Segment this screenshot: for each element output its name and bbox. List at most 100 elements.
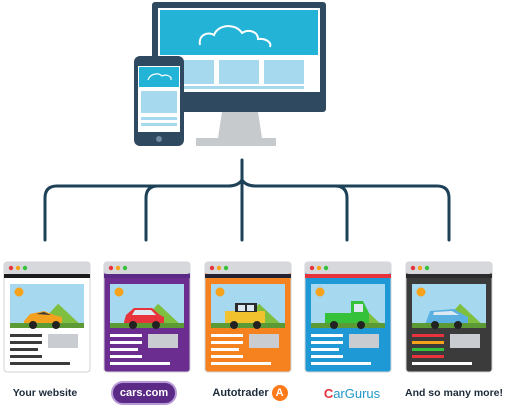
window-dot-icon <box>424 265 430 271</box>
label-cars-com: cars.com <box>110 378 178 408</box>
sun-icon <box>315 287 325 297</box>
car-wheel <box>330 321 338 329</box>
card-text-line <box>311 341 343 344</box>
phone-cloud-icon <box>147 73 172 81</box>
card-autotrader <box>204 261 292 373</box>
car-window <box>433 311 459 315</box>
card-text-line <box>311 348 339 351</box>
car-wheel <box>52 321 60 329</box>
phone-home-button <box>156 136 162 142</box>
card-accent-bar <box>406 274 492 278</box>
ground-strip <box>412 323 486 328</box>
sun-icon <box>215 287 225 297</box>
card-and-so-many-more <box>405 261 493 373</box>
window-dot-icon <box>108 265 114 271</box>
card-text-line <box>211 355 243 358</box>
card-accent-bar <box>205 274 291 278</box>
car-wheel <box>431 321 439 329</box>
car-wheel <box>230 321 238 329</box>
window-dot-icon <box>417 265 423 271</box>
truck-bed <box>325 313 351 323</box>
ground-strip <box>110 323 184 328</box>
card-price-box <box>450 334 480 348</box>
card-header <box>205 262 291 274</box>
car-body <box>225 311 265 323</box>
phone-icon <box>134 56 184 146</box>
label-your-website: Your website <box>12 387 78 399</box>
car-wheel <box>29 321 37 329</box>
card-text-line <box>10 362 70 365</box>
monitor-stand <box>218 112 262 138</box>
card-accent-bar <box>4 274 90 278</box>
card-your-website <box>3 261 91 373</box>
card-header <box>104 262 190 274</box>
card-header <box>406 262 492 274</box>
car-window <box>132 310 156 315</box>
card-text-line <box>211 334 243 337</box>
ground-strip <box>211 323 285 328</box>
card-text-line <box>10 334 42 337</box>
card-text-line <box>110 341 142 344</box>
card-text-line <box>110 362 170 365</box>
card-text-line <box>10 348 38 351</box>
card-color-line <box>412 348 444 351</box>
card-header <box>4 262 90 274</box>
monitor-base <box>196 138 276 146</box>
card-price-box <box>148 334 178 348</box>
card-price-box <box>48 334 78 348</box>
autotrader-wordmark: Autotrader <box>212 387 269 399</box>
phone-tile <box>141 91 177 113</box>
desktop-monitor-icon <box>152 2 326 146</box>
sun-icon <box>114 287 124 297</box>
ground-strip <box>311 323 385 328</box>
card-text-line <box>311 362 371 365</box>
screen-tile <box>219 60 259 84</box>
window-dot-icon <box>216 265 222 271</box>
car-roof <box>235 303 257 312</box>
phone-bar <box>141 123 177 126</box>
branch-mid-left <box>144 184 230 242</box>
window-dot-icon <box>209 265 215 271</box>
card-color-line <box>412 355 444 358</box>
branch-mid-right <box>254 184 349 242</box>
branch-left <box>43 178 244 242</box>
window-dot-icon <box>316 265 322 271</box>
car-window <box>247 305 254 311</box>
card-text-line <box>311 355 343 358</box>
card-cargurus <box>304 261 392 373</box>
branch-right <box>240 178 451 242</box>
car-wheel <box>454 321 462 329</box>
window-dot-icon <box>122 265 128 271</box>
card-accent-bar <box>104 274 190 278</box>
cloud-icon <box>198 25 272 48</box>
card-accent-bar <box>305 274 391 278</box>
car-window <box>238 305 245 311</box>
sun-icon <box>14 287 24 297</box>
card-text-line <box>211 348 239 351</box>
card-text-line <box>10 341 42 344</box>
car-window <box>354 304 363 312</box>
monitor-banner <box>160 10 318 55</box>
cars-com-logo: cars.com <box>110 381 178 405</box>
window-dot-icon <box>323 265 329 271</box>
window-dot-icon <box>15 265 21 271</box>
card-text-line <box>110 355 142 358</box>
window-dot-icon <box>309 265 315 271</box>
label-many-more: And so many more! <box>404 387 504 399</box>
window-dot-icon <box>410 265 416 271</box>
phone-banner <box>139 67 179 87</box>
card-text-line <box>412 362 472 365</box>
car-window <box>36 312 51 315</box>
screen-tile <box>264 60 304 84</box>
window-dot-icon <box>22 265 28 271</box>
card-color-line <box>412 341 444 344</box>
cargurus-c: C <box>323 385 334 401</box>
car-body <box>24 311 62 323</box>
window-dot-icon <box>223 265 229 271</box>
car-wheel <box>253 321 261 329</box>
card-price-box <box>249 334 279 348</box>
ground-strip <box>10 323 84 328</box>
card-header <box>305 262 391 274</box>
